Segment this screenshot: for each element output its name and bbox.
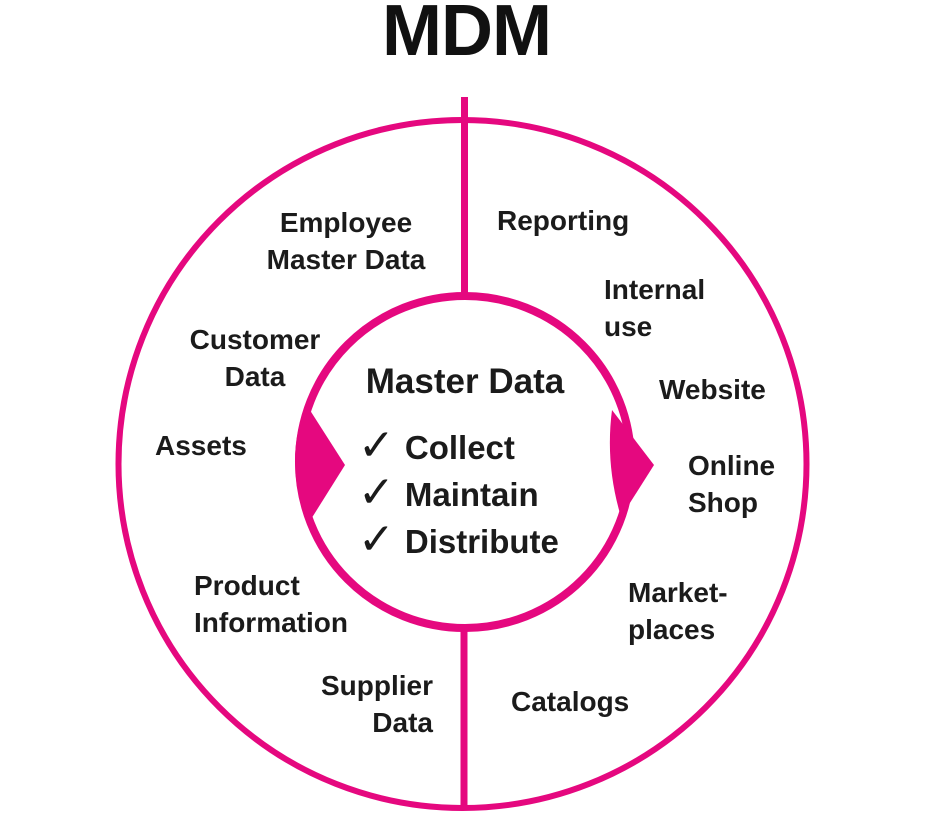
- check-icon: ✓: [358, 514, 395, 564]
- task-label: Distribute: [404, 522, 559, 560]
- task-row-distribute: ✓ Distribute: [358, 514, 559, 565]
- channel-label-internal-use: Internal use: [604, 274, 706, 342]
- channel-label-online-shop: Online Shop: [688, 450, 776, 518]
- source-label-assets: Assets: [155, 430, 247, 461]
- channel-label-reporting: Reporting: [497, 205, 630, 236]
- task-row-maintain: ✓ Maintain: [358, 467, 559, 518]
- core-heading: Master Data: [365, 362, 565, 401]
- source-label-customer-data: Customer Data: [189, 324, 321, 392]
- source-label-employee-master-data: Employee Master Data: [266, 207, 426, 275]
- diagram-title: MDM: [382, 0, 552, 71]
- inflow-arrow: [294, 404, 345, 524]
- task-row-collect: ✓ Collect: [358, 420, 559, 471]
- channel-label-catalogs: Catalogs: [511, 686, 630, 717]
- task-label: Collect: [404, 428, 515, 466]
- check-icon: ✓: [358, 420, 395, 470]
- task-label: Maintain: [404, 475, 539, 513]
- check-icon: ✓: [358, 467, 395, 517]
- outflow-arrow: [609, 410, 654, 517]
- source-label-product-information: Product Information: [194, 570, 348, 638]
- source-label-supplier-data: Supplier Data: [320, 670, 433, 738]
- channel-label-marketplaces: Market- places: [628, 577, 728, 645]
- core-task-list: ✓ Collect ✓ Maintain ✓ Distribute: [358, 420, 559, 565]
- channel-label-website: Website: [659, 374, 766, 405]
